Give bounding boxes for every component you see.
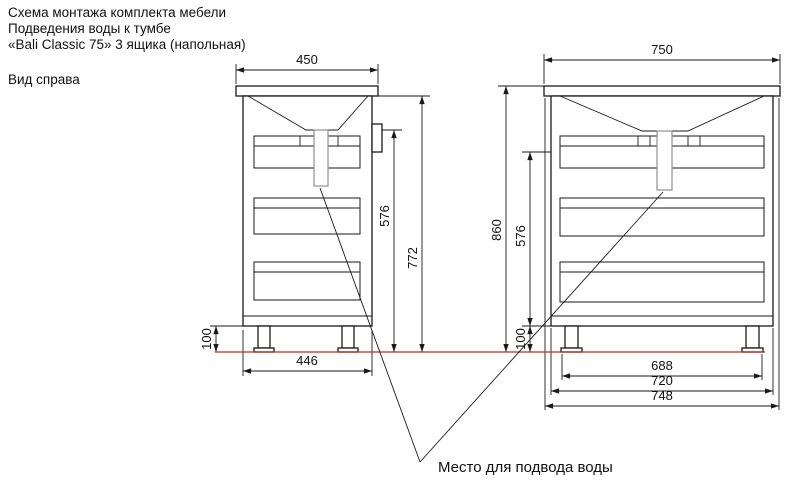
front-leg-left <box>564 325 579 349</box>
dim-label-side-height: 772 <box>405 247 420 269</box>
side-drain-pipe <box>313 129 329 187</box>
side-outlet-box <box>371 123 383 153</box>
side-body <box>242 95 373 327</box>
leader-line-to-front-pipe <box>419 191 664 463</box>
front-view-dimensions: 750 860 576 100 688 720 748 <box>489 42 781 410</box>
leader-line-to-side-pipe <box>319 187 421 463</box>
side-leg-front <box>257 325 271 349</box>
side-countertop <box>235 85 379 97</box>
dim-label-front-width-mid: 720 <box>651 373 673 388</box>
side-view-dimensions: 450 576 772 100 446 <box>199 52 430 376</box>
dim-label-side-bottom-width: 446 <box>296 353 318 368</box>
dim-label-side-top-width: 450 <box>296 52 318 67</box>
dim-label-front-width-inner: 688 <box>651 358 673 373</box>
side-drawer-2 <box>253 197 361 235</box>
title-line-1: Схема монтажа комплекта мебели <box>8 5 226 20</box>
title-line-2: Подведения воды к тумбе <box>8 21 171 36</box>
title-line-3: «Bali Classic 75» 3 ящика (напольная) <box>8 37 246 52</box>
front-drawer-3 <box>559 261 765 303</box>
front-body <box>550 95 774 327</box>
front-drain-pipe <box>656 130 673 191</box>
water-supply-label: Место для подвода воды <box>438 459 613 476</box>
front-countertop <box>543 85 781 97</box>
dim-label-front-top-width: 750 <box>651 42 673 57</box>
side-drawer-3 <box>253 261 361 301</box>
view-label: Вид справа <box>8 72 80 87</box>
front-leg-right <box>745 325 760 349</box>
dim-label-front-total-height: 860 <box>489 219 504 241</box>
dim-label-front-width-outer: 748 <box>651 388 673 403</box>
dim-label-side-inlet-height: 576 <box>377 205 392 227</box>
side-drawer-1 <box>253 135 361 169</box>
dim-label-side-leg-height: 100 <box>199 328 214 350</box>
side-leg-back <box>341 325 355 349</box>
front-view <box>543 85 781 353</box>
water-supply-annotation: Место для подвода воды <box>319 187 664 476</box>
dim-label-front-leg-height: 100 <box>513 328 528 350</box>
dim-label-front-inlet-height: 576 <box>513 225 528 247</box>
side-view <box>235 85 383 353</box>
front-drawer-2 <box>559 197 765 237</box>
